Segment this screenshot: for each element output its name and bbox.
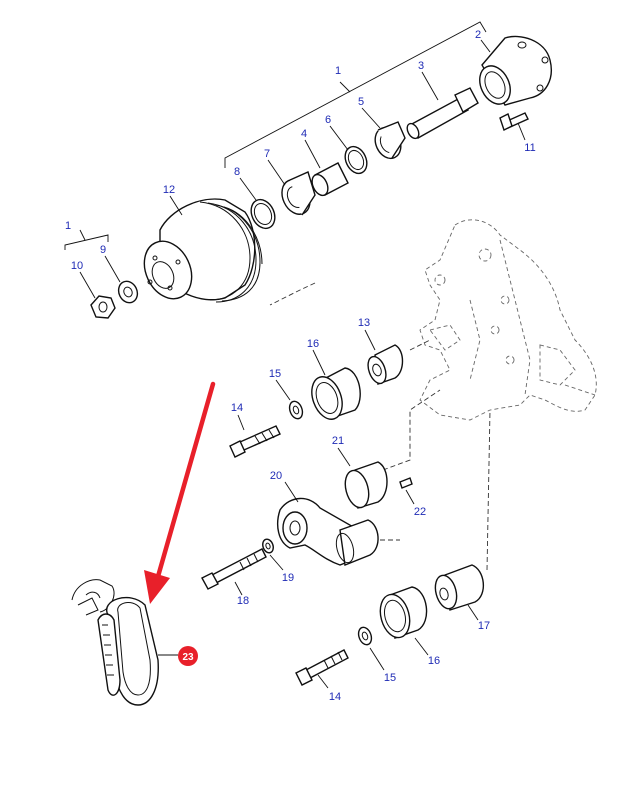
left-assembly-bracket	[64, 229, 109, 250]
callout-12: 12	[163, 184, 175, 196]
part-15-washer-upper	[275, 379, 304, 420]
callout-11: 11	[524, 142, 535, 154]
part-6-snap-ring	[329, 125, 368, 175]
part-10-nut	[79, 271, 116, 319]
callout-1-top: 1	[335, 65, 341, 77]
part-16-idler-pulley-lower	[379, 586, 429, 656]
callout-17: 17	[478, 620, 490, 632]
part-7-bearing	[267, 159, 316, 216]
callout-7: 7	[264, 148, 270, 160]
part-2-housing	[479, 35, 552, 106]
part-14-bolt-lower	[295, 649, 349, 689]
part-9-washer	[104, 255, 139, 304]
callout-6: 6	[325, 114, 331, 126]
callout-9: 9	[100, 244, 106, 256]
callout-15-lower: 15	[384, 672, 396, 684]
callout-16-lower: 16	[428, 655, 440, 667]
callout-2: 2	[475, 29, 481, 41]
callout-1-left: 1	[65, 220, 71, 232]
part-3-shaft	[406, 71, 479, 140]
top-assembly-bracket	[224, 21, 487, 168]
part-17-hub	[434, 564, 484, 621]
part-23-label: 23	[182, 652, 194, 663]
part-20-tensioner-arm	[277, 481, 379, 566]
callout-18: 18	[237, 595, 249, 607]
part-8-snap-ring	[239, 177, 276, 230]
part-22-pin	[399, 477, 415, 505]
callout-14-lower: 14	[329, 691, 341, 703]
callout-20: 20	[270, 470, 282, 482]
part-19-washer	[262, 538, 284, 571]
drive-belt-icon	[71, 579, 178, 706]
part-23-highlight-badge: 23	[178, 646, 198, 666]
part-12-pulley	[143, 195, 263, 303]
callout-15-upper: 15	[269, 368, 281, 380]
callout-16-upper: 16	[307, 338, 319, 350]
callout-4: 4	[301, 128, 307, 140]
callout-13: 13	[358, 317, 370, 329]
part-18-bolt	[201, 548, 267, 596]
callout-22: 22	[414, 506, 426, 518]
callout-10: 10	[71, 260, 83, 272]
part-13-hub	[364, 329, 404, 385]
part-5-bearing	[361, 107, 406, 160]
part-14-bolt-upper	[229, 414, 281, 458]
callout-14-upper: 14	[231, 402, 243, 414]
callout-19: 19	[282, 572, 294, 584]
red-pointer-arrow	[144, 381, 216, 604]
callout-5: 5	[358, 96, 364, 108]
callout-8: 8	[234, 166, 240, 178]
callout-3: 3	[418, 60, 424, 72]
part-4-spacer	[304, 139, 349, 197]
callout-labels: 1 2 3 4 5 6 7 8 11 12 1 9 10 13 16 15 14…	[65, 29, 536, 703]
assembly-dashed-lines	[269, 282, 491, 571]
engine-frame-outline	[419, 219, 597, 421]
part-11-bolt	[499, 112, 529, 141]
callout-21: 21	[332, 435, 344, 447]
part-15-washer-lower	[357, 626, 385, 671]
part-16-idler-pulley-upper	[311, 349, 361, 420]
part-21-roller	[337, 447, 388, 509]
